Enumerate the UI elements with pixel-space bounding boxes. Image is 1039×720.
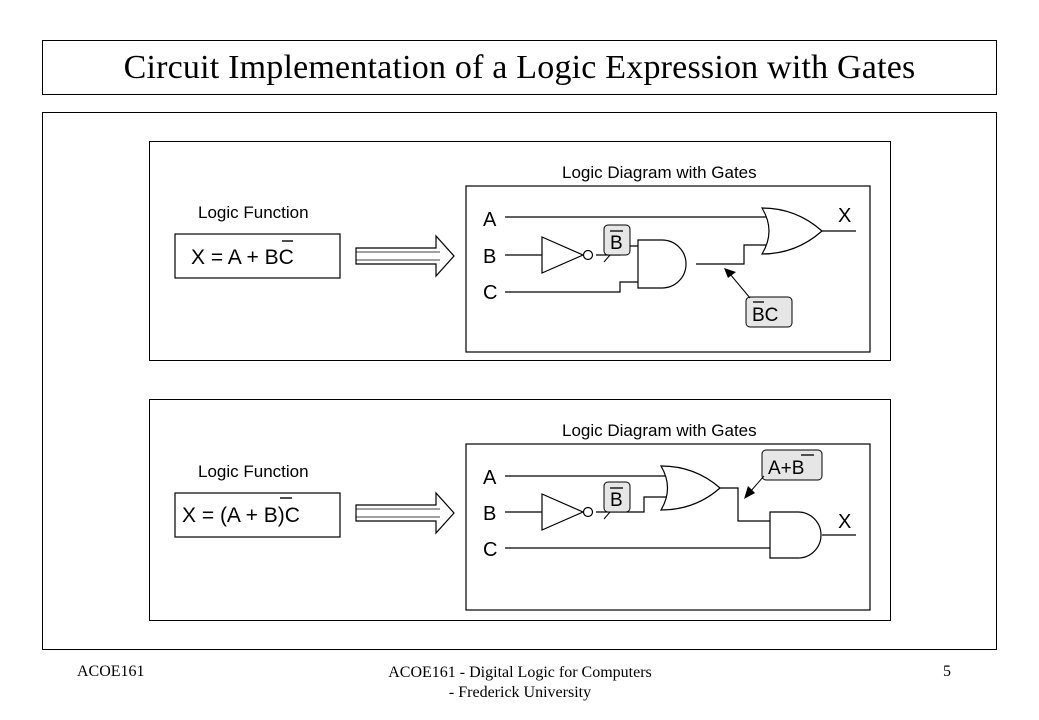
panel-1-output-x: X [838, 205, 851, 227]
panel-1-callout-bc [745, 296, 793, 328]
svg-text:A+B: A+B [768, 458, 804, 479]
footer-course-code: ACOE161 [77, 663, 145, 680]
panel-1: Logic Function X = A + BC Logic Diagram … [149, 141, 891, 361]
panel-1-diagram: Logic Function X = A + BC Logic Diagram … [174, 163, 871, 353]
panel-2-diagram: Logic Function X = (A + B)C Logic Diagra… [174, 421, 871, 611]
panel-2-callout-b-pointer [603, 511, 611, 520]
footer-course-title: ACOE161 - Digital Logic for Computers - … [340, 663, 700, 703]
panel-2-not-gate [541, 493, 594, 531]
svg-text:BC: BC [752, 305, 778, 326]
panel-1-expression: X = A + BC [191, 246, 294, 269]
panel-2-expression: X = (A + B)C [182, 504, 300, 527]
footer-title-line-1: ACOE161 - Digital Logic for Computers [388, 664, 652, 681]
panel-2-callout-b [603, 481, 631, 513]
panel-2-function-header: Logic Function [198, 462, 309, 481]
panel-1-callout-b [603, 224, 631, 256]
panel-1-input-a: A [483, 209, 497, 231]
panel-1-diagram-header: Logic Diagram with Gates [562, 163, 757, 182]
panel-1-function-header: Logic Function [198, 203, 309, 222]
panel-2-input-a: A [483, 467, 497, 489]
panel-2: Logic Function X = (A + B)C Logic Diagra… [149, 399, 891, 621]
panel-1-callout-bc-pointer [729, 273, 751, 299]
panel-2-diagram-header: Logic Diagram with Gates [562, 421, 757, 440]
slide-title: Circuit Implementation of a Logic Expres… [123, 49, 916, 86]
content-box: Logic Function X = A + BC Logic Diagram … [42, 112, 997, 650]
panel-2-callout-a-plus-b [761, 449, 823, 481]
panel-2-expression-box [174, 492, 341, 538]
panel-2-output-x: X [838, 511, 851, 533]
panel-2-input-b: B [483, 503, 496, 525]
panel-1-not-gate [541, 236, 594, 274]
panel-2-arrow [355, 491, 455, 535]
footer-title-line-2: - Frederick University [448, 684, 592, 701]
panel-2-input-c: C [483, 539, 497, 561]
page-number: 5 [943, 663, 951, 680]
panel-1-input-b: B [483, 246, 496, 268]
title-box: Circuit Implementation of a Logic Expres… [42, 40, 997, 95]
panel-1-arrow [355, 234, 455, 278]
panel-1-callout-b-pointer [603, 254, 611, 263]
panel-2-callout-a-plus-b-pointer [749, 475, 765, 493]
panel-1-expression-box [174, 233, 341, 279]
svg-text:B: B [610, 490, 623, 511]
panel-2-or-gate [659, 465, 721, 511]
panel-2-and-gate [769, 511, 822, 559]
panel-1-or-gate [760, 207, 823, 255]
panel-1-and-gate [637, 239, 687, 289]
panel-1-input-c: C [483, 282, 497, 304]
svg-text:B: B [610, 233, 623, 254]
